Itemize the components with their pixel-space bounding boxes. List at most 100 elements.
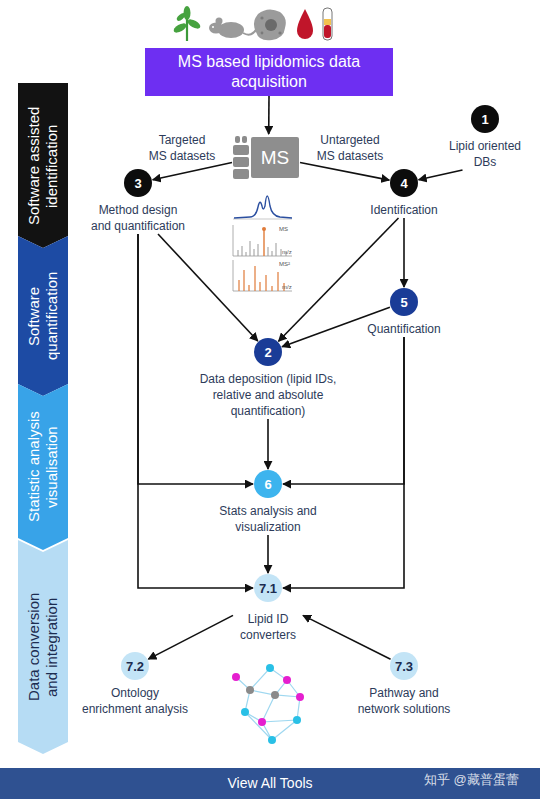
step-node: 7.2Ontology enrichment analysis	[81, 652, 189, 717]
stage-band: Statistic analysis visualisation	[18, 384, 68, 550]
callout-number: 7.1	[259, 581, 277, 596]
illustration-part	[184, 6, 191, 20]
band-text-wrap: Data conversion and integration	[18, 540, 68, 754]
illustration-part	[262, 227, 266, 231]
step-node: 5Quantification	[349, 288, 459, 337]
network-illustration	[232, 664, 304, 744]
illustration-part	[212, 26, 214, 28]
step-caption: Ontology enrichment analysis	[81, 685, 189, 717]
step-node: 1Lipid oriented DBs	[440, 105, 530, 170]
axis-label: m/z	[282, 249, 292, 256]
watermark: 知乎 @藏普蛋蕾	[424, 773, 519, 788]
illustration-part	[323, 8, 332, 40]
step-circle: 4	[390, 169, 418, 197]
illustration-part	[233, 219, 292, 220]
stage-band: Software quantification	[18, 236, 68, 396]
axis-label: m/z	[282, 284, 292, 291]
chromatogram	[233, 196, 292, 219]
illustration-part	[260, 16, 263, 19]
step-circle: 7.1	[254, 574, 282, 602]
illustration-part	[297, 9, 313, 39]
band-label: Software quantification	[25, 251, 61, 381]
illustration-part	[254, 9, 286, 40]
illustration-part	[233, 225, 292, 256]
illustration-part	[263, 230, 264, 256]
illustration-part	[271, 691, 279, 699]
illustration-part	[266, 664, 274, 672]
illustration-part	[209, 23, 223, 34]
illustration-part	[176, 12, 187, 22]
step-caption: Quantification	[349, 321, 459, 337]
callout-number: 2	[264, 345, 271, 360]
stage-band: Software assisted identification	[18, 83, 68, 248]
connector-arrow	[153, 163, 232, 180]
illustration-part	[283, 676, 291, 684]
illustration-part	[324, 19, 331, 25]
ms-spectrum	[233, 225, 292, 256]
step-caption: Method design and quantification	[88, 202, 188, 234]
band-fill	[18, 83, 68, 248]
server-unit	[233, 169, 249, 179]
callout-number: 4	[400, 176, 407, 191]
band-fill	[18, 384, 68, 550]
connector-arrow	[303, 615, 391, 659]
callout-number: 3	[134, 176, 141, 191]
server-unit	[233, 145, 249, 155]
step-circle: 6	[254, 470, 282, 498]
illustration-part	[296, 693, 304, 701]
band-label: Statistic analysis visualisation	[25, 397, 61, 537]
server-unit	[233, 157, 249, 167]
ms-instrument: MS	[232, 134, 300, 180]
connector-arrow	[158, 234, 258, 341]
illustration-part	[278, 31, 281, 34]
edge-label: Targeted MS datasets	[148, 132, 216, 164]
band-text-wrap: Software quantification	[18, 236, 68, 396]
ms2-spectrum	[233, 260, 292, 291]
illustration-part	[293, 716, 301, 724]
callout-number: 7.3	[395, 659, 413, 674]
footer-text: View All Tools	[227, 775, 312, 793]
step-circle: 7.3	[390, 652, 418, 680]
step-node: 7.3Pathway and network solutions	[352, 652, 457, 717]
step-caption: Lipid oriented DBs	[440, 138, 530, 170]
illustration-part	[232, 673, 240, 681]
step-circle: 2	[254, 338, 282, 366]
band-fill	[18, 236, 68, 396]
callout-number: 7.2	[126, 659, 144, 674]
step-node: 3Method design and quantification	[88, 169, 188, 234]
callout-number: 1	[481, 112, 488, 127]
illustration-part	[236, 668, 300, 740]
illustration-part	[241, 708, 249, 716]
step-caption: Lipid ID converters	[233, 611, 303, 643]
axis-label: MS	[279, 226, 288, 233]
step-caption: Data deposition (lipid IDs, relative and…	[198, 371, 338, 419]
illustration-part	[239, 266, 284, 291]
connector-arrow	[268, 96, 270, 134]
connector-arrow	[148, 615, 233, 659]
callout-number: 5	[400, 295, 407, 310]
axis-label: MS²	[279, 261, 290, 268]
connector-arrow	[138, 234, 253, 484]
process-box: MS based lipidomics data acquisition	[145, 48, 393, 96]
server-cap	[242, 136, 247, 143]
illustration-part	[238, 241, 286, 256]
cell-icon	[254, 9, 286, 40]
illustration-part	[172, 21, 188, 34]
mouse-icon	[209, 18, 257, 39]
step-caption: Stats analysis and visualization	[213, 503, 323, 535]
blood-drop-icon	[297, 9, 313, 39]
connector-arrow	[419, 170, 463, 180]
illustration-part	[324, 25, 331, 38]
connector-arrow	[267, 419, 269, 469]
connector-arrow	[300, 163, 389, 181]
step-caption: Pathway and network solutions	[352, 685, 457, 717]
band-label: Data conversion and integration	[25, 582, 61, 712]
illustration-part	[246, 686, 254, 694]
step-caption: Identification	[349, 202, 459, 218]
illustration-part	[258, 718, 266, 726]
illustration-part	[261, 32, 264, 35]
instrument-label: MS	[251, 137, 299, 178]
illustration-part	[216, 18, 223, 25]
connector-arrow	[267, 535, 269, 573]
